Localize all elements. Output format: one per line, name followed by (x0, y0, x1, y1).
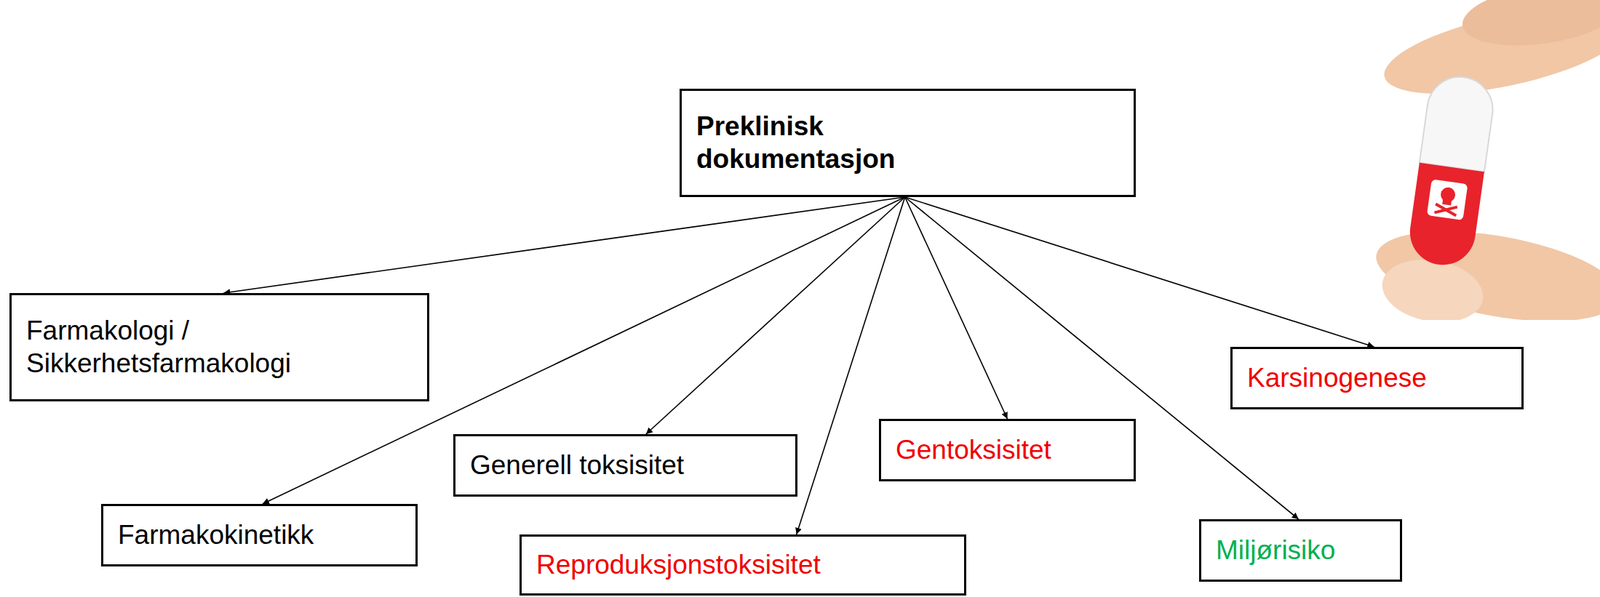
thumb (1369, 215, 1600, 321)
process-box: Miljørisiko (1199, 519, 1403, 583)
process-box: Farmakokinetikk (101, 504, 418, 567)
capsule (1405, 72, 1497, 270)
finger (1458, 0, 1600, 55)
connector-arrow (796, 197, 906, 535)
process-box: Reproduksjonstoksisitet (519, 534, 967, 596)
process-box: Preklinisk dokumentasjon (679, 88, 1136, 198)
box-label: Gentoksisitet (895, 434, 1052, 467)
connector-arrow (646, 197, 906, 435)
box-label: Farmakologi / Sikkerhetsfarmakologi (26, 315, 413, 380)
connector-arrow (223, 197, 905, 294)
box-label: Generell toksisitet (470, 449, 684, 482)
box-label: Reproduksjonstoksisitet (536, 549, 821, 582)
pill-illustration (1323, 0, 1600, 321)
box-label: Karsinogenese (1247, 362, 1427, 395)
box-label: Farmakokinetikk (117, 519, 314, 552)
box-label: Preklinisk dokumentasjon (696, 110, 937, 176)
connector-arrow (905, 197, 1008, 420)
process-box: Gentoksisitet (878, 419, 1136, 482)
box-label: Miljørisiko (1215, 534, 1336, 567)
connector-arrow (905, 197, 1375, 348)
process-box: Farmakologi / Sikkerhetsfarmakologi (9, 293, 430, 402)
process-box: Generell toksisitet (453, 434, 798, 497)
process-box: Karsinogenese (1230, 347, 1524, 410)
